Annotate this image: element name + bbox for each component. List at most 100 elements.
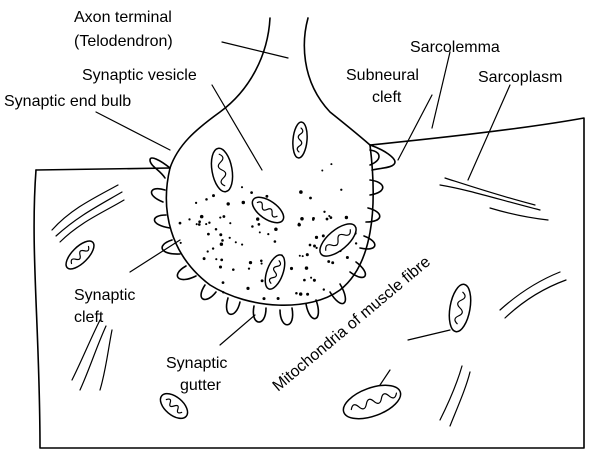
synaptic-vesicle-dot — [313, 279, 316, 282]
synaptic-vesicle-dot — [200, 215, 204, 219]
synaptic-vesicle-dot — [260, 260, 263, 263]
synaptic-vesicle-dot — [326, 218, 329, 221]
synaptic-vesicle-dot — [220, 259, 223, 262]
synaptic-vesicle-dot — [222, 291, 224, 293]
muscle-fibre-outline — [34, 118, 584, 448]
synaptic-vesicle-dot — [323, 211, 325, 213]
synaptic-vesicle-dot — [205, 198, 208, 201]
end-bulb-mitochondria — [208, 121, 361, 291]
synaptic-vesicle-dot — [290, 267, 293, 270]
synaptic-vesicle-dot — [203, 257, 206, 260]
leader-lines — [96, 42, 510, 385]
synaptic-vesicle-dot — [227, 202, 230, 205]
synaptic-vesicle-dot — [195, 202, 197, 204]
synaptic-vesicle-dot — [322, 234, 325, 237]
synaptic-vesicle-dot — [312, 219, 314, 221]
synaptic-vesicle-dot — [323, 288, 325, 290]
synaptic-vesicle-dot — [261, 279, 264, 282]
synaptic-vesicle-dot — [299, 190, 303, 194]
sarcolemma-left-edge — [36, 168, 170, 170]
axon-terminal-left-wall — [170, 18, 270, 168]
synaptic-vesicle-dot — [220, 242, 223, 245]
synaptic-vesicle-dot — [331, 261, 334, 264]
synaptic-vesicle-dot — [180, 242, 182, 244]
synaptic-vesicle-dot — [212, 247, 214, 249]
synaptic-vesicle-dot — [250, 191, 253, 194]
synaptic-vesicle-dot — [222, 215, 225, 218]
synaptic-vesicle-dot — [249, 261, 252, 264]
label-mitochondria: Mitochondria of muscle fibre — [270, 253, 434, 395]
synaptic-vesicle-dot — [295, 292, 298, 295]
label-telodendron: (Telodendron) — [74, 33, 173, 50]
synaptic-vesicle-dot — [198, 223, 201, 226]
synaptic-vesicle-dot — [256, 217, 259, 220]
label-synaptic-gutter-1: Synaptic — [166, 355, 227, 372]
synaptic-vesicle-dot — [246, 287, 249, 290]
subneural-cleft-groove — [370, 145, 395, 170]
synaptic-vesicle-dot — [299, 292, 302, 295]
synaptic-vesicle-dot — [261, 263, 263, 265]
synaptic-vesicle-dot — [355, 242, 357, 244]
synaptic-vesicle-dot — [321, 170, 323, 172]
synaptic-vesicle-dot — [205, 223, 207, 225]
synaptic-vesicle-dot — [315, 247, 317, 249]
synaptic-vesicle-dot — [212, 194, 215, 197]
label-sarcoplasm: Sarcoplasm — [478, 69, 562, 86]
synaptic-vesicle-dot — [259, 231, 261, 233]
synaptic-vesicle-dot — [241, 244, 243, 246]
label-synaptic-vesicle: Synaptic vesicle — [82, 67, 197, 84]
synaptic-vesicle-dot — [219, 233, 222, 236]
label-sarcolemma: Sarcolemma — [410, 39, 500, 56]
synaptic-vesicle-dot — [262, 297, 265, 300]
synaptic-vesicle-dot — [196, 223, 198, 225]
synaptic-vesicle-dot — [302, 255, 304, 257]
synaptic-vesicle-dot — [241, 186, 243, 188]
synaptic-vesicle-dot — [274, 227, 278, 231]
synaptic-vesicle-dot — [306, 293, 309, 296]
label-axon-terminal: Axon terminal — [74, 9, 172, 26]
label-synaptic-gutter-2: gutter — [180, 377, 222, 394]
synaptic-vesicle-dot — [327, 260, 330, 263]
synaptic-vesicle-dot — [330, 163, 332, 165]
synaptic-vesicle-dot — [313, 245, 316, 248]
synaptic-vesicle-dot — [300, 217, 304, 221]
synaptic-vesicle-dot — [306, 253, 309, 256]
synaptic-vesicle-dot — [229, 222, 231, 224]
synaptic-vesicle-dot — [328, 215, 330, 217]
synaptic-vesicle-dot — [345, 216, 348, 219]
label-synaptic-cleft-1: Synaptic — [74, 287, 135, 304]
synaptic-vesicle-dot — [251, 225, 254, 228]
label-synaptic-cleft-2: cleft — [74, 309, 104, 326]
synaptic-vesicle-dot — [235, 241, 237, 243]
synaptic-vesicle-dot — [222, 281, 225, 284]
synaptic-vesicle-dot — [267, 233, 269, 235]
synaptic-vesicle-dot — [277, 297, 280, 300]
synaptic-vesicle-dot — [248, 267, 250, 269]
synaptic-vesicle-dot — [309, 244, 312, 247]
label-synaptic-end-bulb: Synaptic end bulb — [4, 93, 131, 110]
synaptic-vesicle-dot — [215, 228, 218, 231]
synaptic-vesicle-dot — [315, 236, 318, 239]
synaptic-vesicle-dot — [340, 189, 342, 191]
synaptic-vesicle-dot — [309, 197, 312, 200]
label-subneural-cleft: cleft — [372, 89, 402, 106]
synaptic-vesicle-dot — [258, 223, 261, 226]
synaptic-vesicle-dot — [208, 222, 210, 224]
synaptic-vesicle-dot — [305, 266, 308, 269]
synaptic-vesicle-dot — [299, 255, 301, 257]
synaptic-vesicle-dot — [188, 218, 190, 220]
synaptic-vesicle-dot — [221, 239, 224, 242]
synaptic-vesicle-dot — [219, 265, 222, 268]
synaptic-vesicle-dot — [346, 256, 349, 259]
synaptic-vesicle-dot — [207, 233, 210, 236]
synaptic-vesicle-dot — [179, 222, 182, 225]
synaptic-vesicle-dot — [265, 195, 268, 198]
synaptic-vesicle-dot — [207, 250, 209, 252]
synaptic-vesicle-dot — [274, 240, 277, 243]
synaptic-vesicle-dot — [219, 217, 221, 219]
synaptic-vesicle-dot — [198, 220, 201, 223]
synaptic-vesicle-dot — [229, 237, 231, 239]
synaptic-vesicle-dot — [303, 279, 306, 282]
synaptic-vesicle-dot — [215, 258, 217, 260]
